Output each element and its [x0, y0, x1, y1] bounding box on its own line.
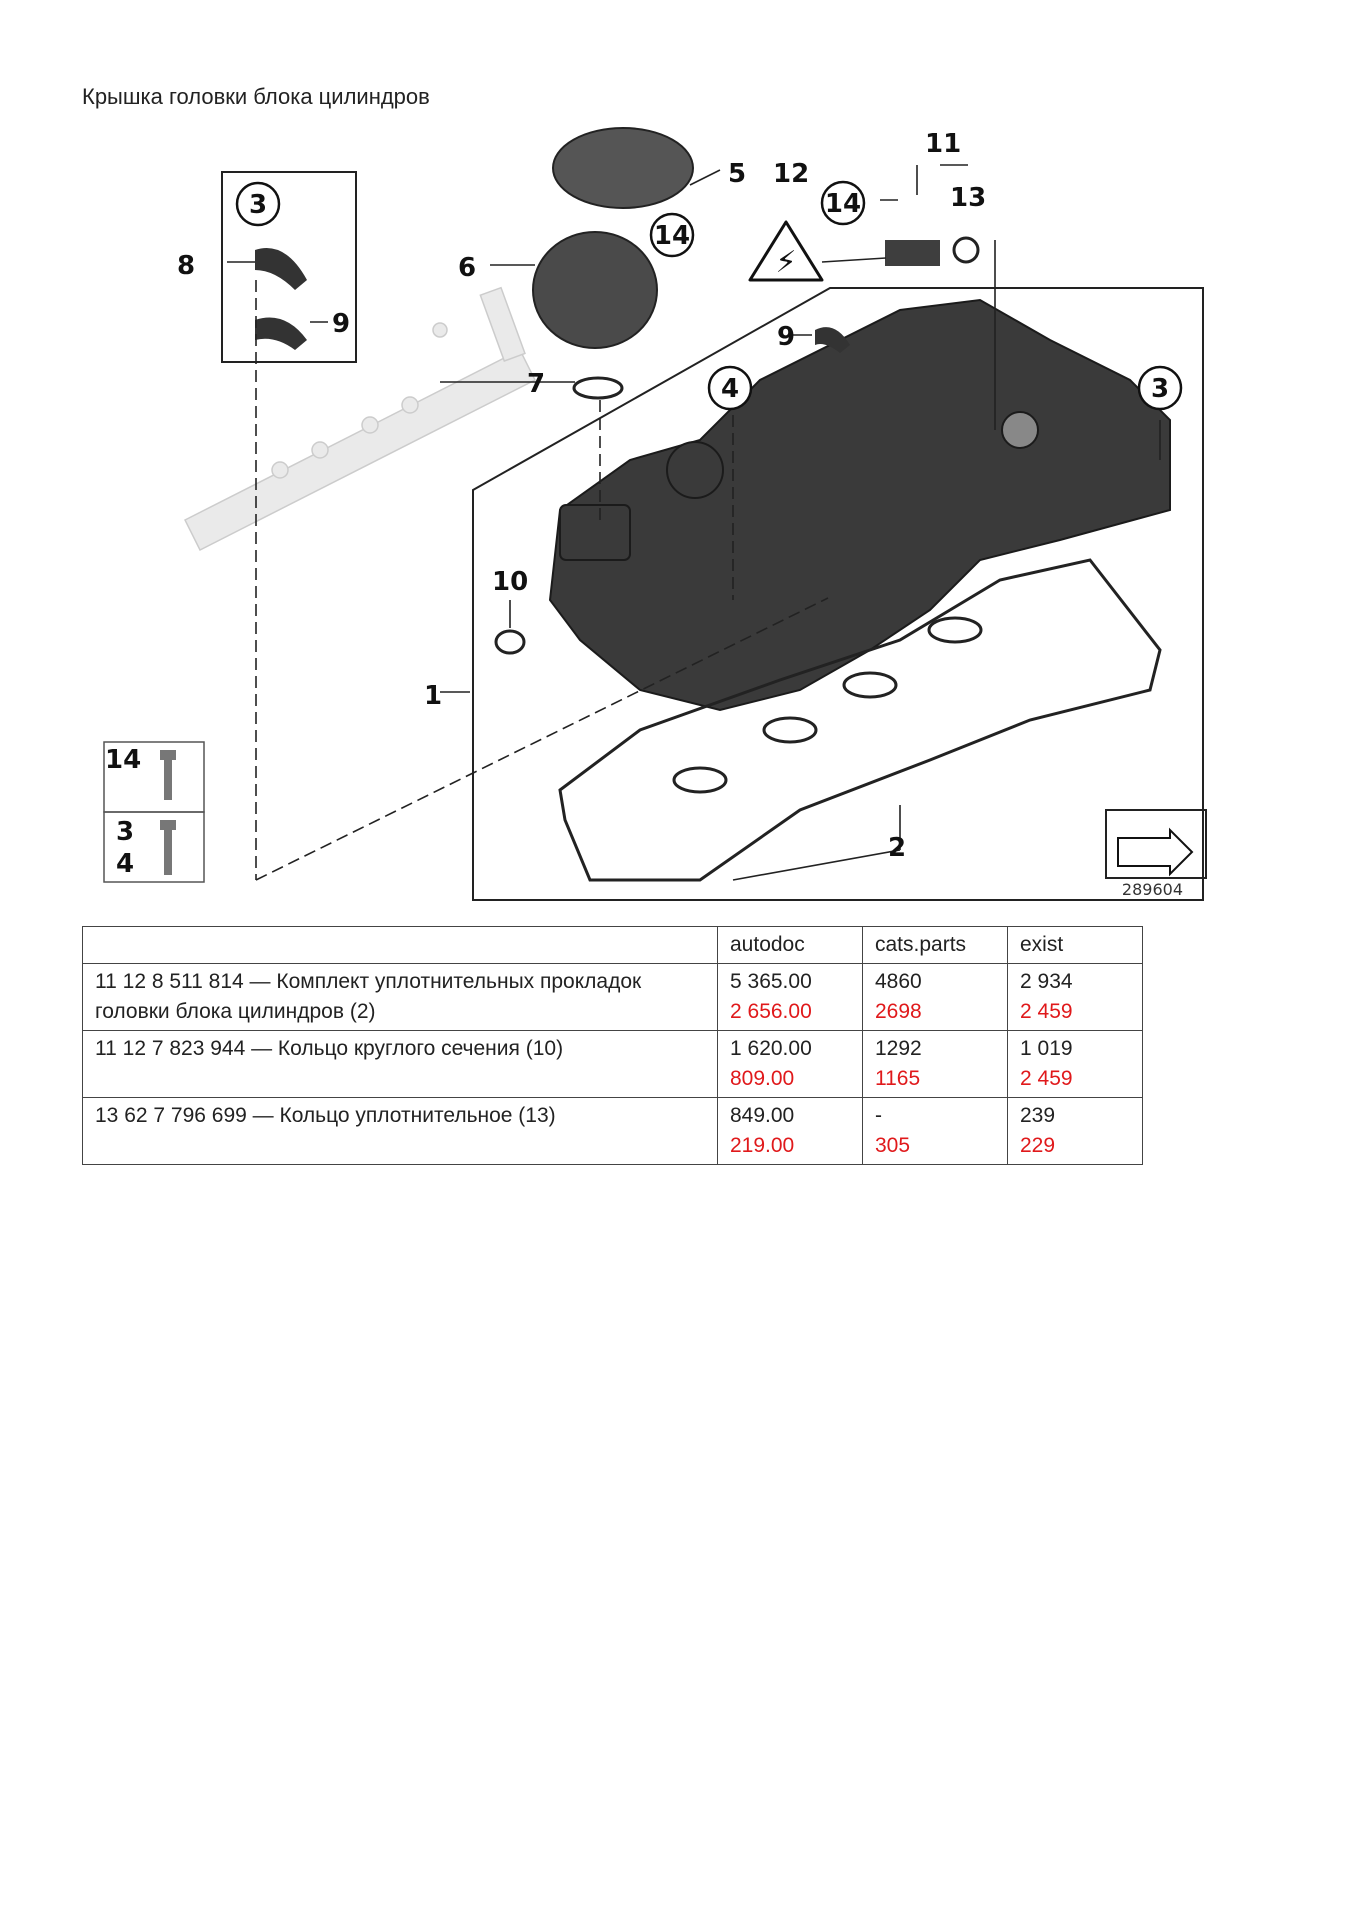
price-exist: 239 229: [1007, 1097, 1143, 1165]
clip-9: [255, 317, 307, 350]
header-cell-empty: [82, 926, 718, 964]
callout-14c: 14: [105, 745, 141, 775]
price-discount: 1165: [875, 1067, 921, 1090]
callout-circles: [235, 180, 1183, 411]
callout-6: 6: [458, 253, 476, 283]
callout-14b: 14: [825, 189, 861, 219]
header-exist: exist: [1007, 926, 1143, 964]
price-regular: 1 019: [1020, 1037, 1073, 1060]
callout-8: 8: [177, 251, 195, 281]
callout-13: 13: [950, 183, 986, 213]
part-description: 11 12 7 823 944 — Кольцо круглого сечени…: [82, 1030, 718, 1098]
callout-7: 7: [527, 369, 545, 399]
price-autodoc: 1 620.00 809.00: [717, 1030, 863, 1098]
callout-4: 4: [721, 374, 739, 404]
camshaft-sensor: [885, 240, 940, 266]
header-cats-parts: cats.parts: [862, 926, 1008, 964]
price-cats-parts: - 305: [862, 1097, 1008, 1165]
callout-2: 2: [888, 833, 906, 863]
part-description-line1: 11 12 7 823 944 — Кольцо круглого сечени…: [95, 1037, 564, 1060]
plug-seal: [672, 616, 983, 794]
table-row: 11 12 7 823 944 — Кольцо круглого сечени…: [82, 1030, 1143, 1098]
parts-diagram: ⚡ 3 14 4 3 14: [103, 127, 1207, 901]
callout-3c: 3: [116, 817, 134, 847]
part-description: 13 62 7 796 699 — Кольцо уплотнительное …: [82, 1097, 718, 1165]
callout-3a: 3: [249, 190, 267, 220]
price-discount: 2 656.00: [730, 1000, 812, 1023]
price-discount: 305: [875, 1134, 911, 1157]
svg-text:⚡: ⚡: [775, 245, 796, 280]
breather-cover: [532, 231, 658, 349]
table-header-row: autodoc cats.parts exist: [82, 926, 1143, 964]
page-title: Крышка головки блока цилиндров: [82, 84, 430, 109]
callout-14a: 14: [654, 221, 690, 251]
part-8-box: [221, 171, 357, 363]
price-exist: 1 019 2 459: [1007, 1030, 1143, 1098]
price-discount: 809.00: [730, 1067, 795, 1090]
price-regular: 4860: [875, 970, 922, 993]
callout-11: 11: [925, 129, 961, 159]
part-description-line1: 13 62 7 796 699 — Кольцо уплотнительное …: [95, 1104, 556, 1127]
price-discount: 2698: [875, 1000, 922, 1023]
price-discount: 219.00: [730, 1134, 795, 1157]
price-regular: 2 934: [1020, 970, 1073, 993]
price-discount: 2 459: [1020, 1000, 1073, 1023]
price-discount: 229: [1020, 1134, 1056, 1157]
callout-9a: 9: [332, 309, 350, 339]
part-description-line2: головки блока цилиндров (2): [95, 1000, 376, 1023]
diagram-reference-number: 289604: [1121, 880, 1183, 899]
price-regular: 1292: [875, 1037, 922, 1060]
warning-icon: ⚡: [748, 220, 824, 282]
oil-filler-cap: [552, 127, 694, 209]
header-autodoc: autodoc: [717, 926, 863, 964]
price-autodoc: 5 365.00 2 656.00: [717, 963, 863, 1031]
diagram-frame: [472, 287, 1204, 901]
o-ring-13: [952, 236, 980, 264]
price-cats-parts: 4860 2698: [862, 963, 1008, 1031]
view-arrow-icon: [1117, 827, 1194, 877]
callout-5: 5: [728, 159, 746, 189]
o-ring-10: [494, 629, 526, 655]
callout-10: 10: [492, 567, 528, 597]
clip-9b: [815, 327, 850, 353]
view-arrow-box: [1105, 809, 1207, 879]
callout-labels: 3 14 4 3 14 5 6 7 8 9 9 10 1 2 11 12 13 …: [105, 129, 1169, 879]
o-ring-7: [572, 376, 624, 400]
valve-cover: [548, 298, 1171, 712]
price-regular: -: [875, 1104, 882, 1127]
bolt-icon: [160, 750, 176, 875]
callout-12: 12: [773, 159, 809, 189]
price-regular: 849.00: [730, 1104, 795, 1127]
callout-9b: 9: [777, 322, 795, 352]
table-row: 13 62 7 796 699 — Кольцо уплотнительное …: [82, 1097, 1143, 1165]
table-row: 11 12 8 511 814 — Комплект уплотнительны…: [82, 963, 1143, 1031]
clip-3: [255, 248, 307, 290]
price-discount: 2 459: [1020, 1067, 1073, 1090]
price-cats-parts: 1292 1165: [862, 1030, 1008, 1098]
price-autodoc: 849.00 219.00: [717, 1097, 863, 1165]
part-description: 11 12 8 511 814 — Комплект уплотнительны…: [82, 963, 718, 1031]
price-regular: 239: [1020, 1104, 1056, 1127]
part-description-line1: 11 12 8 511 814 — Комплект уплотнительны…: [95, 970, 642, 993]
price-table: autodoc cats.parts exist 11 12 8 511 814…: [82, 926, 1143, 1165]
callout-3b: 3: [1151, 374, 1169, 404]
callout-1: 1: [424, 681, 442, 711]
price-regular: 5 365.00: [730, 970, 812, 993]
bolt-legend-box-3-4: [103, 811, 205, 883]
price-exist: 2 934 2 459: [1007, 963, 1143, 1031]
callout-4c: 4: [116, 849, 134, 879]
fuel-rail: [183, 286, 537, 552]
gasket: [558, 558, 1162, 882]
price-regular: 1 620.00: [730, 1037, 812, 1060]
leader-lines: [227, 164, 1161, 881]
